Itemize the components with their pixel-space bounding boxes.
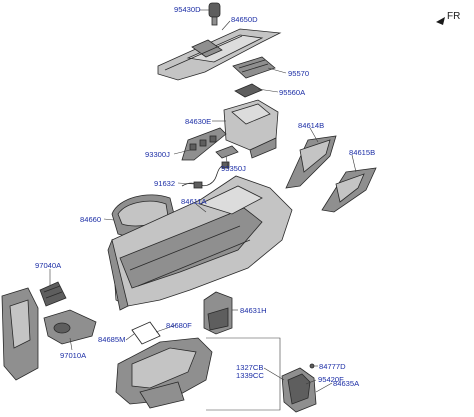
detail-callout-box [206, 337, 317, 413]
upper-console-cover-part [157, 28, 282, 81]
label-84680F: 84680F [166, 321, 192, 330]
front-arrow-icon [436, 17, 445, 25]
label-95570: 95570 [288, 69, 309, 78]
label-84777D: 84777D [319, 362, 346, 371]
side-cover-left-part [285, 135, 337, 189]
rear-panel-part [1, 287, 39, 381]
label-84685M: 84685M [98, 335, 125, 344]
shift-knob-part [208, 2, 221, 26]
label-84630E: 84630E [185, 117, 211, 126]
label-95430D: 95430D [174, 5, 201, 14]
wiring-harness-part [181, 161, 230, 189]
console-body-part [107, 175, 293, 311]
part-number-labels: 95430D 84650D 95570 95560A 84630E 84614B… [35, 5, 375, 388]
label-97040A: 97040A [35, 261, 62, 270]
label-91632: 91632 [154, 179, 175, 188]
switch-panel-part [181, 127, 227, 161]
label-93350J: 93350J [221, 164, 246, 173]
label-95420F: 95420F [318, 375, 344, 384]
label-97010A: 97010A [60, 351, 87, 360]
side-cover-right-part [321, 167, 377, 213]
rear-duct-part [43, 309, 97, 345]
front-direction-label: FR [447, 11, 460, 22]
label-95560A: 95560A [279, 88, 306, 97]
label-84615B: 84615B [349, 148, 375, 157]
console-bracket-part [203, 291, 233, 335]
tray-mat-part [131, 321, 161, 345]
leader-lines [49, 9, 357, 393]
upper-tray-part [223, 99, 279, 159]
lower-console-housing-part [115, 337, 213, 409]
rear-air-vent-part [39, 281, 67, 307]
charger-module-part [234, 83, 263, 98]
label-84650D: 84650D [231, 15, 258, 24]
label-1327CB: 1327CB [236, 363, 263, 372]
label-93300J: 93300J [145, 150, 170, 159]
label-84611A: 84611A [181, 197, 208, 206]
label-1339CC: 1339CC [236, 371, 264, 380]
front-direction-indicator: FR [436, 11, 460, 25]
label-84660: 84660 [80, 215, 101, 224]
wireless-charger-pad-part [232, 56, 276, 79]
label-84631H: 84631H [240, 306, 267, 315]
switch-unit-part [215, 145, 239, 159]
label-84635A: 84635A [333, 379, 360, 388]
label-84614B: 84614B [298, 121, 324, 130]
tray-mat-outline [131, 321, 161, 345]
